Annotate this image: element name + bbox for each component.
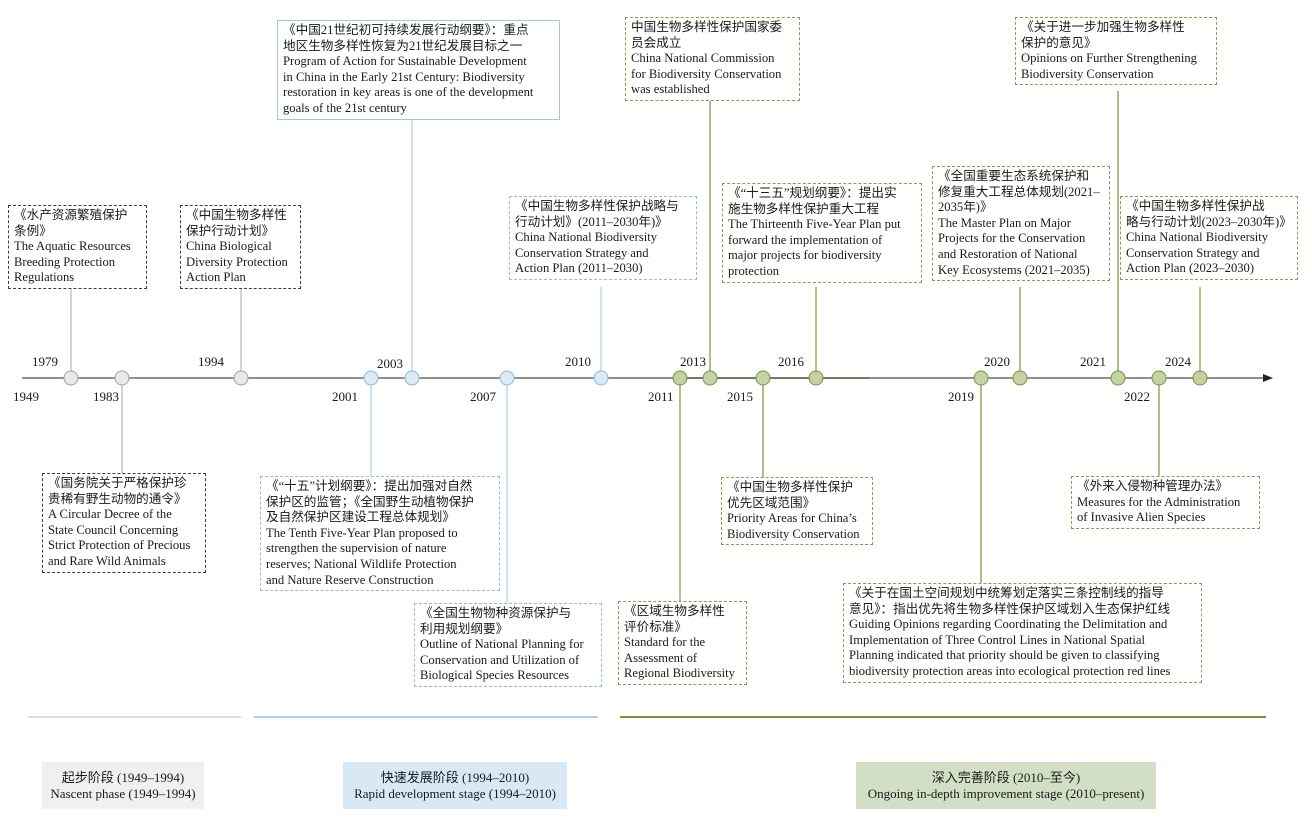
event-zh: 《水产资源繁殖保护 条例》	[14, 208, 128, 238]
event-2010: 《中国生物多样性保护战略与 行动计划》(2011–2030年)》 China N…	[509, 196, 697, 280]
year-2007: 2007	[470, 389, 496, 404]
event-zh: 《中国生物多样性保护战 略与行动计划(2023–2030年)》	[1126, 199, 1292, 229]
stage-en: Ongoing in-depth improvement stage (2010…	[867, 786, 1145, 801]
stage-label-nascent: 起步阶段 (1949–1994) Nascent phase (1949–199…	[42, 762, 204, 809]
event-en: Measures for the Administration of Invas…	[1077, 494, 1241, 525]
timeline-node	[499, 370, 515, 386]
event-en: Program of Action for Sustainable Develo…	[283, 54, 534, 115]
event-2001: 《“十五”计划纲要》：提出加强对自然 保护区的监管；《全国野生动植物保护 及自然…	[260, 476, 500, 592]
event-en: The Thirteenth Five-Year Plan put forwar…	[728, 217, 901, 278]
year-2013: 2013	[680, 354, 706, 369]
year-2020: 2020	[984, 354, 1010, 369]
event-2024: 《中国生物多样性保护战 略与行动计划(2023–2030年)》 China Na…	[1120, 196, 1298, 280]
event-zh: 《“十三五”规划纲要》：提出实 施生物多样性保护重大工程	[728, 186, 897, 216]
event-zh: 《中国生物多样性保护战略与 行动计划》(2011–2030年)》	[515, 199, 679, 229]
event-1983: 《国务院关于严格保护珍 贵稀有野生动物的通令》 A Circular Decre…	[42, 473, 206, 573]
event-zh: 中国生物多样性保护国家委 员会成立	[631, 20, 783, 50]
event-2021: 《关于进一步加强生物多样性 保护的意见》 Opinions on Further…	[1015, 17, 1217, 86]
event-en: The Tenth Five-Year Plan proposed to str…	[266, 525, 458, 587]
year-2015: 2015	[727, 389, 753, 404]
year-2011: 2011	[648, 389, 674, 404]
event-zh: 《中国生物多样性 保护行动计划》	[186, 208, 287, 238]
stage-label-in-depth: 深入完善阶段 (2010–至今) Ongoing in-depth improv…	[856, 762, 1156, 809]
year-2010: 2010	[565, 354, 591, 369]
timeline-node	[593, 370, 609, 386]
stage-zh: 起步阶段 (1949–1994)	[61, 770, 185, 785]
timeline-node	[1192, 370, 1208, 386]
timeline-node	[1110, 370, 1126, 386]
timeline-node	[672, 370, 688, 386]
year-2016: 2016	[778, 354, 804, 369]
event-en: Opinions on Further Strengthening Biodiv…	[1021, 51, 1197, 81]
stage-label-rapid: 快速发展阶段 (1994–2010) Rapid development sta…	[343, 762, 567, 809]
event-zh: 《外来入侵物种管理办法》	[1077, 479, 1229, 493]
event-en: Guiding Opinions regarding Coordinating …	[849, 617, 1171, 678]
event-en: China National Biodiversity Conservation…	[1126, 230, 1269, 276]
event-en: The Master Plan on Major Projects for th…	[938, 215, 1090, 277]
event-2015: 《中国生物多样性保护 优先区域范围》 Priority Areas for Ch…	[721, 477, 873, 546]
timeline-node	[702, 370, 718, 386]
event-en: Priority Areas for China’s Biodiversity …	[727, 511, 860, 541]
timeline-node	[1012, 370, 1028, 386]
year-2019: 2019	[948, 389, 974, 404]
year-1994: 1994	[198, 354, 224, 369]
event-zh: 《“十五”计划纲要》：提出加强对自然 保护区的监管；《全国野生动植物保护 及自然…	[266, 479, 474, 525]
year-2001: 2001	[332, 389, 358, 404]
event-en: China National Commission for Biodiversi…	[631, 51, 782, 97]
year-1979: 1979	[32, 354, 58, 369]
event-2016: 《“十三五”规划纲要》：提出实 施生物多样性保护重大工程 The Thirtee…	[722, 183, 922, 283]
year-2024: 2024	[1165, 354, 1191, 369]
event-zh: 《区域生物多样性 评价标准》	[624, 604, 725, 634]
year-2022: 2022	[1124, 389, 1150, 404]
stage-zh: 深入完善阶段 (2010–至今)	[931, 770, 1081, 785]
event-zh: 《中国生物多样性保护 优先区域范围》	[727, 480, 853, 510]
event-en: Standard for the Assessment of Regional …	[624, 635, 735, 681]
event-zh: 《全国重要生态系统保护和 修复重大工程总体规划(2021– 2035年)》	[938, 169, 1100, 215]
event-1994: 《中国生物多样性 保护行动计划》 China Biological Divers…	[180, 205, 301, 289]
event-en: China Biological Diversity Protection Ac…	[186, 239, 288, 285]
event-2022: 《外来入侵物种管理办法》 Measures for the Administra…	[1071, 476, 1260, 529]
event-en: China National Biodiversity Conservation…	[515, 230, 658, 276]
event-en: A Circular Decree of the State Council C…	[48, 507, 191, 568]
year-2021: 2021	[1080, 354, 1106, 369]
timeline-node	[363, 370, 379, 386]
stage-zh: 快速发展阶段 (1994–2010)	[380, 770, 530, 785]
timeline-node	[808, 370, 824, 386]
event-2020: 《全国重要生态系统保护和 修复重大工程总体规划(2021– 2035年)》 Th…	[932, 166, 1110, 282]
event-zh: 《关于在国土空间规划中统筹划定落实三条控制线的指导 意见》：指出优先将生物多样性…	[849, 586, 1171, 616]
event-zh: 《关于进一步加强生物多样性 保护的意见》	[1021, 20, 1185, 50]
event-zh: 《国务院关于严格保护珍 贵稀有野生动物的通令》	[48, 476, 187, 506]
event-zh: 《中国21世纪初可持续发展行动纲要》：重点 地区生物多样性恢复为21世纪发展目标…	[283, 23, 529, 53]
event-2003: 《中国21世纪初可持续发展行动纲要》：重点 地区生物多样性恢复为21世纪发展目标…	[277, 20, 560, 120]
year-1949: 1949	[13, 389, 39, 404]
timeline-node	[114, 370, 130, 386]
stage-en: Nascent phase (1949–1994)	[50, 786, 196, 801]
timeline-node	[63, 370, 79, 386]
year-1983: 1983	[93, 389, 119, 404]
stage-en: Rapid development stage (1994–2010)	[354, 786, 556, 801]
timeline-node	[404, 370, 420, 386]
year-2003: 2003	[377, 356, 403, 371]
timeline-node	[755, 370, 771, 386]
event-zh: 《全国生物物种资源保护与 利用规划纲要》	[420, 606, 572, 636]
event-en: Outline of National Planning for Conserv…	[420, 637, 584, 683]
event-2007: 《全国生物物种资源保护与 利用规划纲要》 Outline of National…	[414, 603, 602, 687]
timeline-node	[973, 370, 989, 386]
event-2011: 《区域生物多样性 评价标准》 Standard for the Assessme…	[618, 601, 747, 685]
event-2019: 《关于在国土空间规划中统筹划定落实三条控制线的指导 意见》：指出优先将生物多样性…	[843, 583, 1202, 683]
timeline-node	[1151, 370, 1167, 386]
timeline-node	[233, 370, 249, 386]
event-1979: 《水产资源繁殖保护 条例》 The Aquatic Resources Bree…	[8, 205, 147, 289]
event-2013: 中国生物多样性保护国家委 员会成立 China National Commiss…	[625, 17, 800, 101]
event-en: The Aquatic Resources Breeding Protectio…	[14, 239, 131, 285]
